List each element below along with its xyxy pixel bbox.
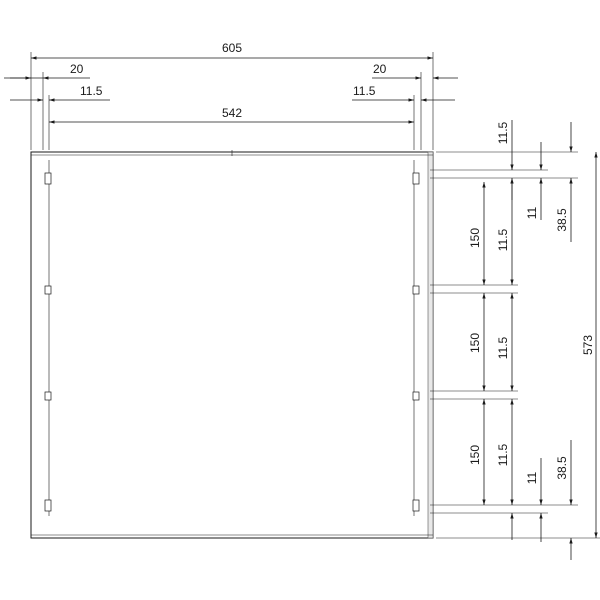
label-spacing-3-small: 11.5 bbox=[496, 443, 510, 466]
right-hinges bbox=[412, 172, 420, 512]
label-top-small: 11.5 bbox=[496, 121, 510, 144]
label-spacing-3: 150 bbox=[468, 445, 482, 465]
label-inset-left: 11.5 bbox=[80, 84, 103, 98]
right-hinge-lower bbox=[412, 391, 420, 401]
label-spacing-1-small: 11.5 bbox=[496, 228, 510, 251]
label-edge-right: 20 bbox=[373, 62, 387, 76]
panel-right-edge bbox=[427, 151, 434, 539]
left-hinges bbox=[44, 172, 52, 512]
label-inner-width: 542 bbox=[222, 106, 242, 120]
left-hinge-bottom bbox=[44, 499, 52, 512]
panel bbox=[30, 150, 434, 539]
label-bottom-gap: 11 bbox=[525, 471, 539, 484]
panel-outline bbox=[30, 151, 434, 539]
label-overall-height: 573 bbox=[581, 335, 595, 355]
horizontal-dimensions: 605 20 20 11.5 11.5 542 bbox=[4, 41, 458, 150]
label-overall-width: 605 bbox=[222, 41, 242, 55]
label-spacing-1: 150 bbox=[468, 228, 482, 248]
label-bottom-offset: 38.5 bbox=[555, 456, 569, 480]
label-inset-right: 11.5 bbox=[353, 84, 376, 98]
label-edge-left: 20 bbox=[70, 62, 84, 76]
label-top-gap: 11 bbox=[525, 206, 539, 219]
left-hinge-lower bbox=[44, 391, 52, 401]
vertical-dimensions: 573 11.5 11 38.5 150 11.5 150 11.5 150 1… bbox=[430, 120, 600, 560]
label-top-offset: 38.5 bbox=[555, 208, 569, 232]
right-hinge-top bbox=[412, 172, 420, 185]
left-hinge-upper bbox=[44, 285, 52, 295]
label-spacing-2: 150 bbox=[468, 333, 482, 353]
left-hinge-top bbox=[44, 172, 52, 185]
right-hinge-upper bbox=[412, 285, 420, 295]
right-hinge-bottom bbox=[412, 499, 420, 512]
label-spacing-2-small: 11.5 bbox=[496, 336, 510, 359]
